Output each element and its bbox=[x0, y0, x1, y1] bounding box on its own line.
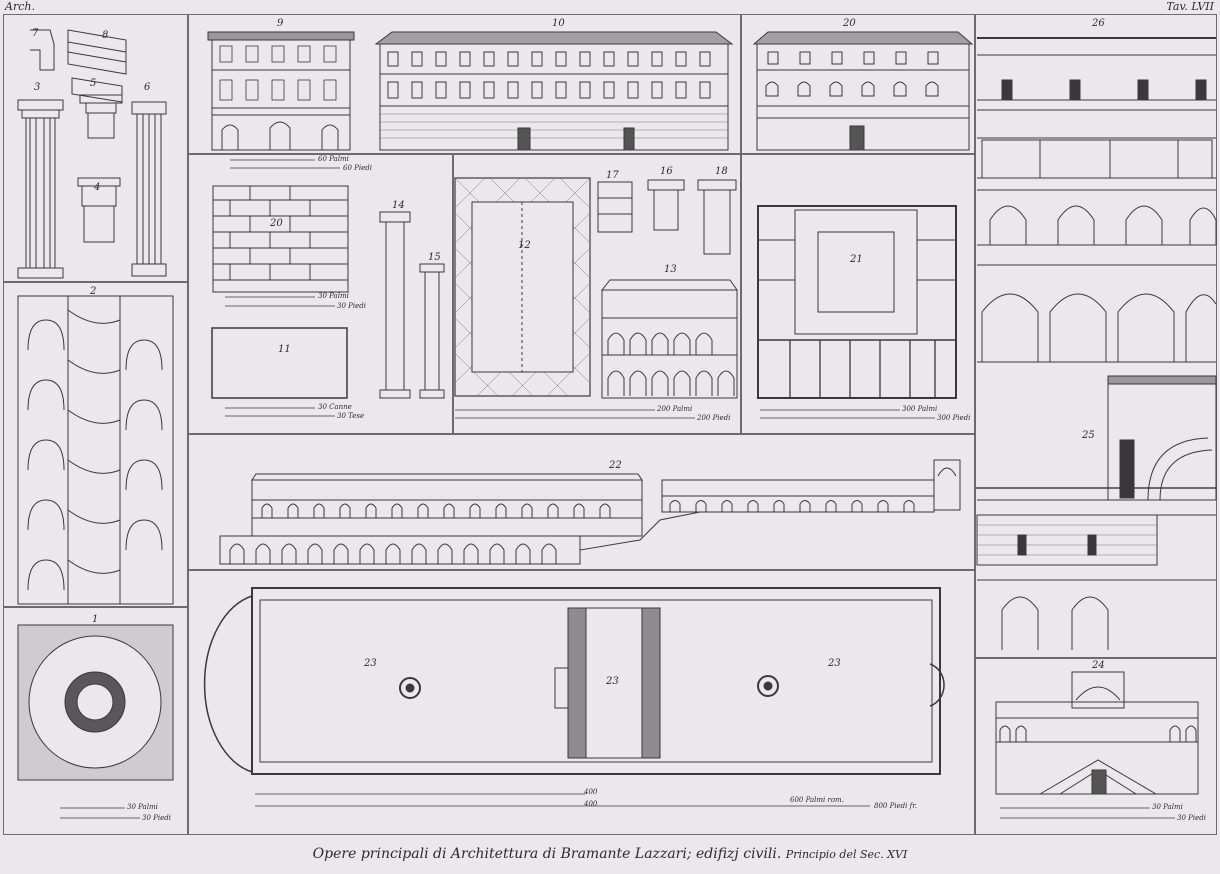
scale-label: 60 Piedi bbox=[343, 164, 372, 172]
fig-number-1: 1 bbox=[92, 614, 99, 625]
plate-caption-sub: Principio del Sec. XVI bbox=[785, 848, 908, 861]
capital-4 bbox=[77, 177, 121, 243]
fig-number-7: 7 bbox=[32, 28, 39, 39]
details-16-18 bbox=[597, 179, 737, 255]
scale-label: 30 Canne bbox=[318, 403, 352, 411]
scale-label: 30 Palmi bbox=[127, 803, 158, 811]
fig-number-20-top: 20 bbox=[843, 18, 856, 29]
fig-number-17: 17 bbox=[606, 170, 619, 181]
plate-caption-main: Opere principali di Architettura di Bram… bbox=[312, 846, 782, 862]
column-3 bbox=[17, 99, 64, 279]
panel-section-26 bbox=[975, 14, 1217, 488]
scale-label: 200 Piedi bbox=[697, 414, 731, 422]
scale-label: 400 bbox=[584, 788, 598, 796]
panel-round-plan bbox=[3, 607, 188, 835]
fig-number-9: 9 bbox=[277, 18, 284, 29]
belvedere-elevation-drawing bbox=[219, 459, 961, 565]
scale-label: 800 Piedi fr. bbox=[874, 802, 918, 810]
fig-number-8: 8 bbox=[102, 30, 109, 41]
fig-number-18: 18 bbox=[715, 166, 728, 177]
columns-14-15 bbox=[379, 211, 445, 399]
scale-label: 30 Palmi bbox=[318, 292, 349, 300]
panel-facades bbox=[188, 14, 741, 154]
panel-facade-20 bbox=[741, 14, 975, 154]
column-6 bbox=[131, 101, 167, 277]
fig-number-16: 16 bbox=[660, 166, 673, 177]
fig-number-4: 4 bbox=[94, 182, 101, 193]
fig-number-11: 11 bbox=[278, 344, 291, 355]
panel-cloister bbox=[453, 154, 741, 434]
scale-label: 400 bbox=[584, 800, 598, 808]
fig-number-23-center: 23 bbox=[606, 676, 619, 687]
plan-11-drawing bbox=[211, 327, 348, 399]
fig-number-25: 25 bbox=[1082, 430, 1095, 441]
scale-lines bbox=[60, 159, 1175, 819]
facade-20-drawing bbox=[752, 31, 974, 151]
section-24-drawing bbox=[995, 671, 1199, 795]
fig-number-15: 15 bbox=[428, 252, 441, 263]
panel-vatican-view bbox=[975, 488, 1217, 658]
fig-number-24: 24 bbox=[1092, 660, 1105, 671]
panel-plan-21 bbox=[741, 154, 975, 434]
panel-details bbox=[188, 154, 453, 434]
fig-number-13: 13 bbox=[664, 264, 677, 275]
fig-number-5: 5 bbox=[90, 78, 97, 89]
panel-section-24 bbox=[975, 658, 1217, 835]
fig-number-2: 2 bbox=[90, 286, 97, 297]
fig-number-23-left: 23 bbox=[364, 658, 377, 669]
helical-stair-drawing bbox=[17, 295, 174, 605]
fig-number-23-right: 23 bbox=[828, 658, 841, 669]
plate-section-label: Arch. bbox=[5, 0, 35, 13]
fig-number-14: 14 bbox=[392, 200, 405, 211]
vatican-view-drawing bbox=[976, 375, 1217, 650]
scale-label: 30 Palmi bbox=[1152, 803, 1183, 811]
scale-label: 30 Tese bbox=[337, 412, 365, 420]
fig-number-3: 3 bbox=[34, 82, 41, 93]
cloister-section-drawing bbox=[600, 279, 738, 399]
section-26-drawing bbox=[977, 37, 1217, 363]
fig-number-12: 12 bbox=[518, 240, 531, 251]
scale-label: 30 Piedi bbox=[337, 302, 366, 310]
panel-helical-stair bbox=[3, 282, 188, 607]
scale-label: 60 Palmi bbox=[318, 155, 349, 163]
fig-number-22: 22 bbox=[609, 460, 622, 471]
panel-belvedere-elevation bbox=[188, 434, 975, 570]
fig-number-10: 10 bbox=[552, 18, 565, 29]
fig-number-6: 6 bbox=[144, 82, 151, 93]
scale-label: 30 Piedi bbox=[142, 814, 171, 822]
scale-label: 300 Palmi bbox=[902, 405, 938, 413]
scale-label: 30 Piedi bbox=[1177, 814, 1206, 822]
round-plan-drawing bbox=[17, 624, 174, 781]
scale-label: 200 Palmi bbox=[657, 405, 693, 413]
scale-label: 300 Piedi bbox=[937, 414, 971, 422]
facade-9-drawing bbox=[207, 31, 355, 151]
plan-21-drawing bbox=[757, 205, 957, 399]
fig-number-26: 26 bbox=[1092, 18, 1105, 29]
belvedere-plan-drawing bbox=[203, 587, 945, 775]
cloister-plan-drawing bbox=[454, 177, 591, 397]
cornice-8 bbox=[67, 29, 127, 103]
panel-belvedere-plan bbox=[188, 570, 975, 835]
profile-7 bbox=[30, 29, 55, 71]
facade-10-drawing bbox=[374, 31, 734, 151]
plate-caption: Opere principali di Architettura di Bram… bbox=[0, 846, 1220, 862]
plate-number: Tav. LVII bbox=[1166, 0, 1214, 13]
panel-columns bbox=[3, 14, 188, 282]
fig-number-20-mid: 20 bbox=[270, 218, 283, 229]
scale-label: 600 Palmi rom. bbox=[790, 796, 844, 804]
fig-number-21: 21 bbox=[850, 254, 863, 265]
rusticated-wall-drawing bbox=[212, 185, 349, 293]
